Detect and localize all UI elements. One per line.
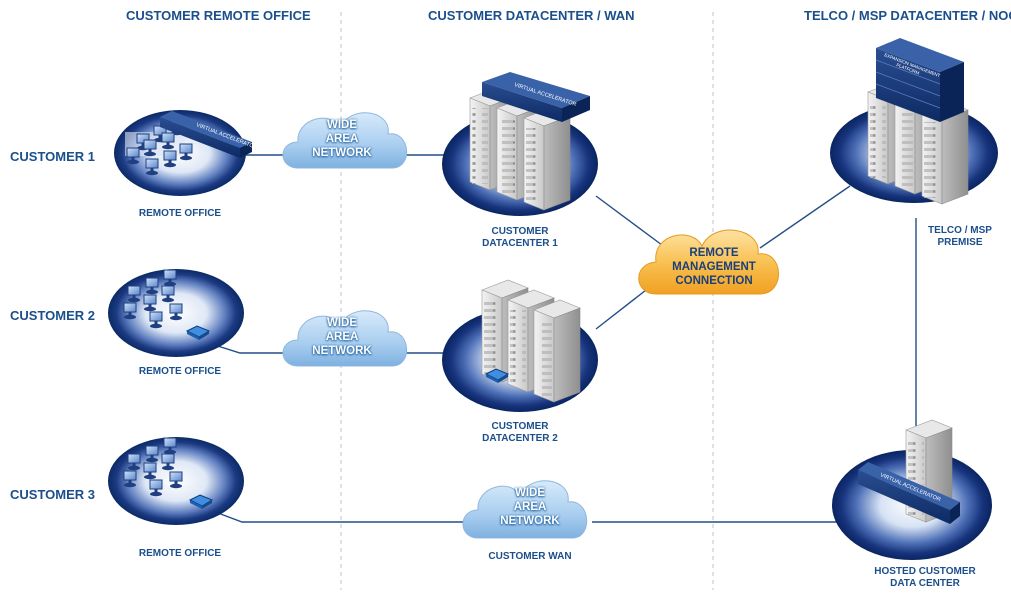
wan-cloud-3 [462,480,587,539]
remote-office-1-caption: REMOTE OFFICE [138,208,222,219]
remote-office-2-caption: REMOTE OFFICE [138,366,222,377]
customer-3-label: CUSTOMER 3 [10,487,95,502]
connection-lines [204,154,917,523]
datacenter-2-icon [442,279,598,412]
wan-cloud-1 [282,112,407,169]
telco-premise-icon [830,38,998,205]
customer-2-label: CUSTOMER 2 [10,308,95,323]
datacenter-1-icon [442,72,598,216]
remote-office-3-icon [108,437,244,525]
column-header-datacenter-wan: CUSTOMER DATACENTER / WAN [428,8,635,23]
column-header-telco-noc: TELCO / MSP DATACENTER / NOC [804,8,1011,23]
customer-1-label: CUSTOMER 1 [10,149,95,164]
remote-office-2-icon [108,269,244,357]
hosted-datacenter-icon [832,419,992,560]
remote-office-1-icon [114,110,252,196]
remote-management-cloud [638,229,779,295]
column-header-remote-office: CUSTOMER REMOTE OFFICE [126,8,311,23]
remote-office-3-caption: REMOTE OFFICE [138,548,222,559]
wan-cloud-2 [282,310,407,367]
customer-wan-caption: CUSTOMER WAN [488,551,572,562]
